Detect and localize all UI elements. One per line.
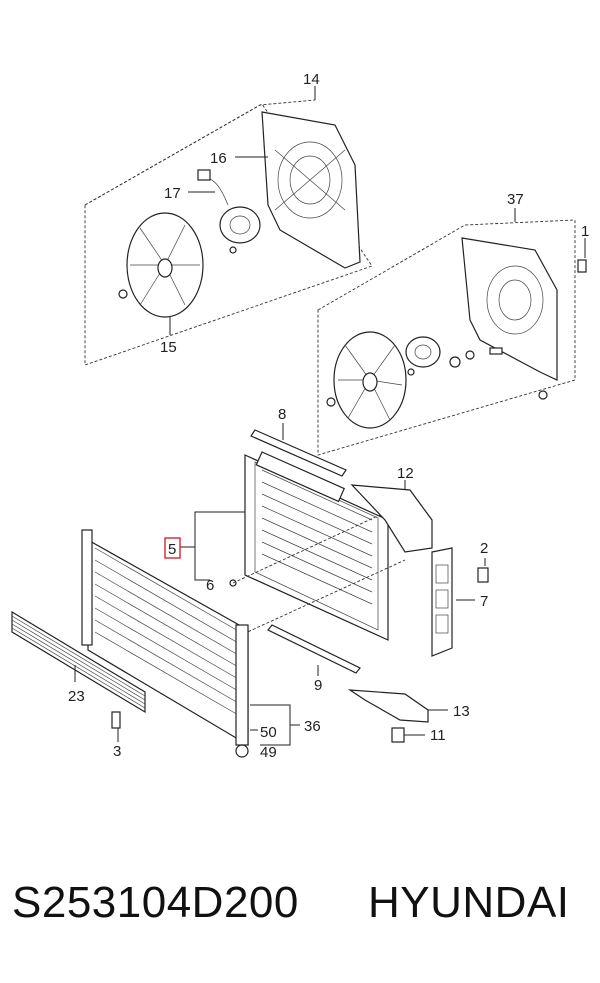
fan-shroud-assembly-upper: [84, 86, 373, 366]
callout-labels: 14 16 17 15 37 1 8 12 5 6 2 7 9 23 13 36…: [68, 71, 589, 761]
callout-13: 13: [453, 703, 470, 720]
callout-17: 17: [164, 185, 181, 202]
callout-16: 16: [210, 150, 227, 167]
callout-11: 11: [430, 727, 446, 744]
callout-9: 9: [314, 677, 322, 694]
part-number: S253104D200: [12, 878, 299, 927]
fan-shroud-assembly-lower: [317, 208, 587, 456]
radiator: [180, 423, 406, 676]
callout-50: 50: [260, 724, 277, 741]
callout-49: 49: [260, 744, 277, 761]
callout-2: 2: [480, 540, 488, 557]
callout-15: 15: [160, 339, 177, 356]
radiator-side-brackets: [347, 480, 489, 743]
callout-3: 3: [113, 743, 121, 760]
oil-cooler: [11, 610, 146, 742]
callout-36: 36: [304, 718, 321, 735]
callout-8: 8: [278, 406, 286, 423]
callout-5-highlight-box: [164, 537, 181, 559]
callout-5: 5: [168, 541, 176, 558]
callout-7: 7: [480, 593, 488, 610]
callout-23: 23: [68, 688, 85, 705]
callout-37: 37: [507, 191, 524, 208]
brand-name: HYUNDAI: [368, 878, 570, 927]
footer: S253104D200 HYUNDAI: [0, 878, 600, 948]
condenser: [81, 529, 300, 758]
callout-14: 14: [303, 71, 320, 88]
callout-12: 12: [397, 465, 414, 482]
callout-1: 1: [581, 223, 589, 240]
callout-6: 6: [206, 577, 214, 594]
